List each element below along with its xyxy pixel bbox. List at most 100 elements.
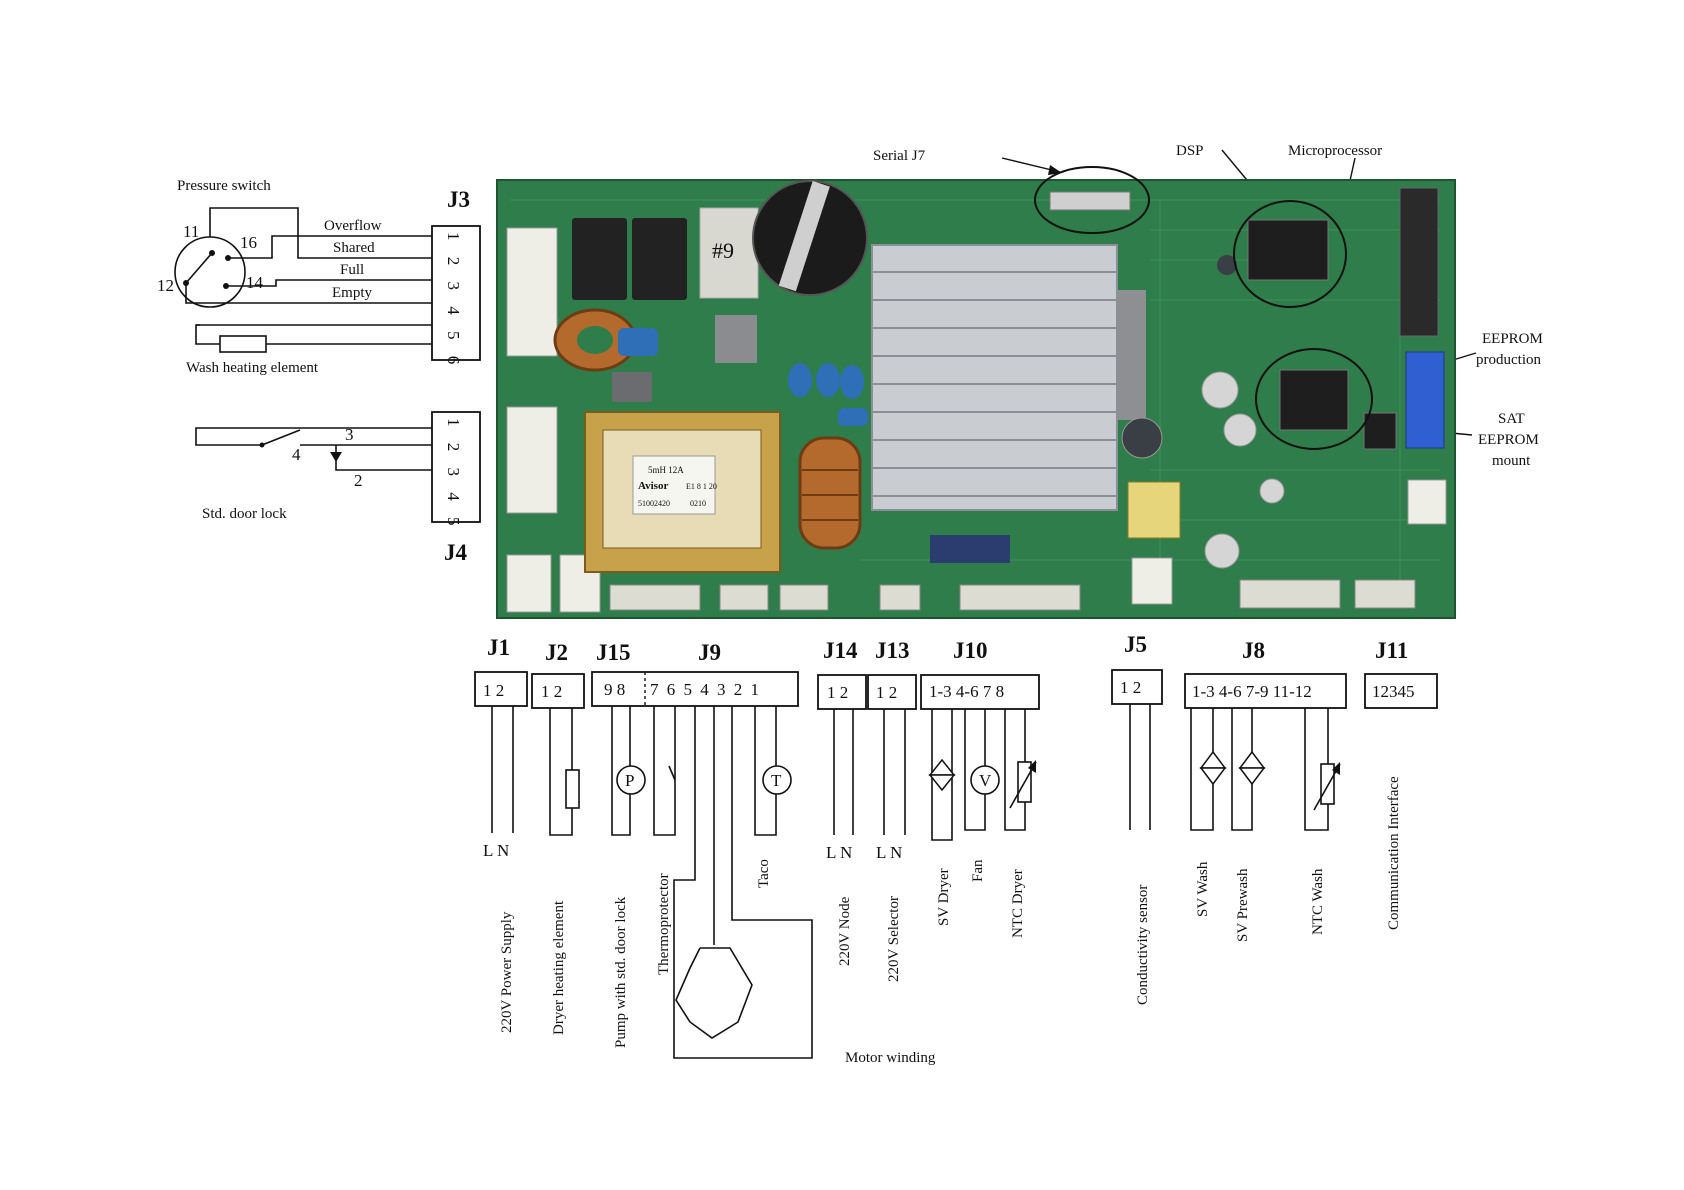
transformer-text-1: 5mH 12A <box>648 465 684 475</box>
sat-label-2: EEPROM <box>1478 432 1539 448</box>
grey-component <box>715 315 757 363</box>
eeprom-chip <box>1363 412 1397 450</box>
switch-pin-11: 11 <box>183 222 199 241</box>
door-lock-label: Std. door lock <box>202 506 287 522</box>
eeprom-production-label-1: EEPROM <box>1482 331 1543 347</box>
relay-2 <box>632 218 687 300</box>
transformer-label <box>632 455 716 515</box>
pump-label: Pump with std. door lock <box>613 896 629 1048</box>
j11-title: J11 <box>1375 638 1408 663</box>
j14-box <box>817 674 867 710</box>
wash-heater-resistor <box>219 335 267 353</box>
j11-box <box>1364 673 1438 709</box>
pcb-board: #9 5mH 12A Avisor E1 8 1 20 51002420 021… <box>496 166 1456 619</box>
j9-pins: 7 6 5 4 3 2 1 <box>650 680 761 699</box>
j1-pins: 1 2 <box>483 681 504 700</box>
j1-box <box>474 671 528 707</box>
dryer-heater-label: Dryer heating element <box>551 900 567 1035</box>
yellow-transformer <box>1127 481 1181 539</box>
j2-pins: 1 2 <box>541 682 562 701</box>
j10-box <box>920 674 1040 710</box>
pump-symbol <box>616 765 646 795</box>
conductivity-label: Conductivity sensor <box>1135 885 1151 1005</box>
eeprom-production-label-2: production <box>1476 352 1541 368</box>
blue-cap-2 <box>816 363 840 397</box>
transformer-text-4: 51002420 <box>638 499 670 508</box>
choke-coil <box>798 436 862 550</box>
j5-box <box>1111 669 1163 705</box>
j4-pins: 1 2 3 4 5 <box>444 418 463 532</box>
power-module <box>1118 290 1146 420</box>
fan-letter: V <box>979 771 992 790</box>
j3-pins: 1 2 3 4 5 6 <box>444 232 463 370</box>
j14-pins: 1 2 <box>827 683 848 702</box>
pressure-switch-label: Pressure switch <box>177 178 271 194</box>
heatsink <box>871 244 1118 511</box>
tacho-symbol <box>762 765 792 795</box>
j1-line-labels: L N <box>483 841 509 860</box>
fan-label: Fan <box>970 859 986 882</box>
dsp-label: DSP <box>1176 143 1204 159</box>
blue-cap-3 <box>840 365 864 399</box>
thermoprotector-label: Thermoprotector <box>656 873 672 975</box>
sat-label-1: SAT <box>1498 411 1525 427</box>
j14-line-labels: L N <box>826 843 852 862</box>
right-header <box>1399 187 1439 337</box>
pressure-switch-diagram: 11 16 12 14 Overflow Shared Full Empty W… <box>157 187 481 376</box>
bottom-left-header <box>506 554 552 613</box>
relay-blue <box>930 535 1010 563</box>
door-contact-3: 3 <box>345 425 354 444</box>
dryer-heater-resistor <box>565 769 580 809</box>
white-header-right <box>1407 479 1447 525</box>
fan-symbol <box>970 765 1000 795</box>
j8-pins: 1-3 4-6 7-9 11-12 <box>1192 682 1312 701</box>
bottom-connectors <box>609 579 1416 611</box>
cap-right-4 <box>1204 533 1240 569</box>
j2-box <box>531 673 585 709</box>
j15-pins: 9 8 <box>604 680 625 699</box>
capacitor-stripe <box>778 181 830 292</box>
j8-title: J8 <box>1242 638 1265 663</box>
node-label: 220V Node <box>837 896 853 966</box>
sv-wash-label: SV Wash <box>1195 861 1211 917</box>
blue-cap-1 <box>788 363 812 397</box>
j15-title: J15 <box>596 640 631 665</box>
j5-header <box>1131 557 1173 605</box>
j1-title: J1 <box>487 635 510 660</box>
switch-pin-12: 12 <box>157 276 174 295</box>
microprocessor-chip <box>1279 369 1349 431</box>
regulator <box>612 372 652 402</box>
j3-header <box>506 227 558 357</box>
j3-title: J3 <box>447 187 470 212</box>
empty-label: Empty <box>332 285 372 301</box>
j2-title: J2 <box>545 640 568 665</box>
j13-title: J13 <box>875 638 910 663</box>
j8-box <box>1184 673 1347 709</box>
j11-pins: 12345 <box>1372 682 1415 701</box>
bottom-connector-row: J1 1 2 J2 1 2 J15 J9 9 8 7 6 5 4 3 2 1 J… <box>474 632 1438 710</box>
power-supply-label: 220V Power Supply <box>499 911 515 1033</box>
ntc-dryer-label: NTC Dryer <box>1010 869 1026 938</box>
transformer-text-3: E1 8 1 20 <box>686 482 717 491</box>
selector-label: 220V Selector <box>886 896 902 982</box>
sv-prewash-label: SV Prewash <box>1235 868 1251 942</box>
microprocessor-circle <box>1255 348 1373 450</box>
dsp-circle <box>1233 200 1347 308</box>
relay-1 <box>572 218 627 300</box>
serial-j7-header <box>1049 191 1131 211</box>
bottom-wiring: L N P T L N L N V <box>483 704 1341 1059</box>
cap-mark: #9 <box>712 238 734 263</box>
door-contact-2: 2 <box>354 471 363 490</box>
transformer-text-2: Avisor <box>638 480 668 492</box>
switch-pin-16: 16 <box>240 233 257 252</box>
j4-connector-box <box>431 411 481 523</box>
j14-title: J14 <box>823 638 858 663</box>
j13-pins: 1 2 <box>876 683 897 702</box>
tacho-letter: T <box>771 771 782 790</box>
overflow-label: Overflow <box>324 218 382 234</box>
dsp-chip <box>1247 219 1329 281</box>
transformer-text-5: 0210 <box>690 499 706 508</box>
j4-header <box>506 406 558 514</box>
blue-connector <box>1405 351 1445 449</box>
